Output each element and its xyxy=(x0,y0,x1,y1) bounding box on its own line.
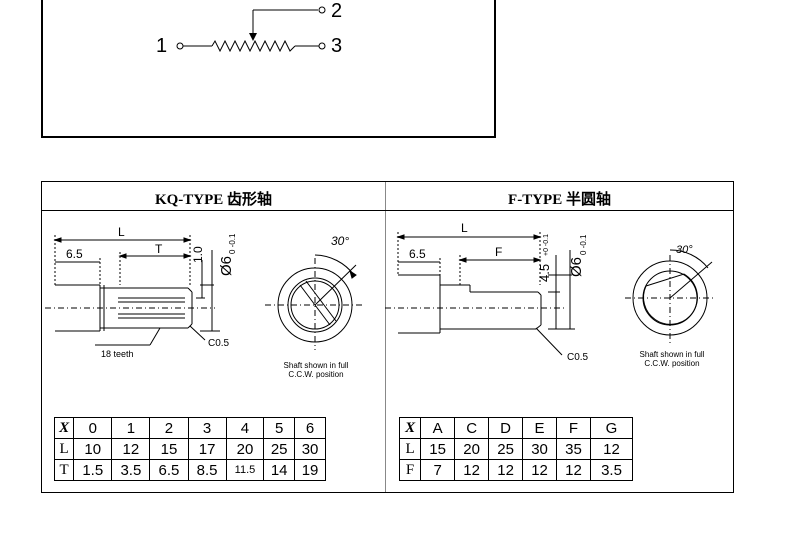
kq-table-row-label: L xyxy=(53,438,75,460)
f-table-header-cell: E xyxy=(522,417,558,439)
kq-spec-table: X 0 1 2 3 4 5 6 L 10 12 15 17 20 25 30 T… xyxy=(53,417,326,481)
kq-table-header-cell: 1 xyxy=(111,417,151,439)
kq-table-header-label: X xyxy=(53,417,75,439)
kq-chamfer-label: C0.5 xyxy=(208,338,230,349)
kq-note-line1: Shaft shown in full xyxy=(283,361,349,370)
kq-table-header-cell: 2 xyxy=(149,417,189,439)
kq-table-cell: 20 xyxy=(225,438,265,460)
kq-table-header-cell: 3 xyxy=(187,417,227,439)
f-dim-tolerance: 0 -0.1 xyxy=(579,234,588,255)
f-shaft-drawing xyxy=(385,232,715,356)
kq-table-header-cell: 0 xyxy=(73,417,113,439)
kq-angle-label: 30° xyxy=(331,234,350,248)
f-dim-l: L xyxy=(461,221,468,235)
f-spec-table: X A C D E F G L 15 20 25 30 35 12 F 7 12… xyxy=(398,417,633,481)
kq-table-cell: 3.5 xyxy=(111,459,151,481)
f-table-cell: 12 xyxy=(522,459,558,481)
schematic-box xyxy=(41,0,496,138)
f-table-header-cell: F xyxy=(556,417,591,439)
f-table-cell: 25 xyxy=(488,438,524,460)
kq-table-cell: 14 xyxy=(263,459,296,481)
f-dim-4-5: 4.5 xyxy=(537,263,552,282)
kq-table-cell: 30 xyxy=(294,438,326,460)
f-chamfer-label: C0.5 xyxy=(567,352,589,363)
kq-table-cell: 6.5 xyxy=(149,459,189,481)
kq-table-cell: 10 xyxy=(73,438,113,460)
kq-table-header-cell: 5 xyxy=(263,417,296,439)
kq-table-cell: 12 xyxy=(111,438,151,460)
f-table-cell: 20 xyxy=(454,438,490,460)
f-table-cell: 30 xyxy=(522,438,558,460)
f-table-cell: 15 xyxy=(420,438,456,460)
title-divider xyxy=(42,210,733,211)
f-table-header-label: X xyxy=(398,417,422,439)
pin-3-label: 3 xyxy=(331,35,343,57)
kq-table-row-t: T 1.5 3.5 6.5 8.5 11.5 14 19 xyxy=(53,459,326,481)
f-table-header-cell: D xyxy=(488,417,524,439)
f-table-row-l: L 15 20 25 30 35 12 xyxy=(398,438,633,460)
pin-1-label: 1 xyxy=(156,35,168,57)
f-table-cell: 7 xyxy=(420,459,456,481)
f-dim-6-5: 6.5 xyxy=(409,247,426,261)
f-table-header-cell: A xyxy=(420,417,456,439)
kq-note-line2: C.C.W. position xyxy=(288,370,344,379)
f-note-line2: C.C.W. position xyxy=(644,359,700,368)
f-table-cell: 12 xyxy=(488,459,524,481)
f-table-row-f: F 7 12 12 12 12 3.5 xyxy=(398,459,633,481)
f-angle-label: 30° xyxy=(676,244,693,256)
frame-divider xyxy=(385,182,386,492)
kq-dim-6-5: 6.5 xyxy=(66,247,83,261)
f-table-cell: 12 xyxy=(454,459,490,481)
kq-type-title: KQ-TYPE 齿形轴 xyxy=(154,192,273,208)
f-table-cell: 12 xyxy=(556,459,591,481)
f-table-row-label: F xyxy=(398,459,422,481)
potentiometer-symbol xyxy=(176,6,326,53)
kq-dim-t: T xyxy=(155,242,163,256)
kq-table-cell: 8.5 xyxy=(187,459,227,481)
kq-table-cell: 19 xyxy=(294,459,326,481)
kq-table-header-cell: 4 xyxy=(225,417,265,439)
f-note-line1: Shaft shown in full xyxy=(639,350,705,359)
shaft-drawing-frame xyxy=(41,181,734,493)
kq-teeth-label: 18 teeth xyxy=(101,349,134,359)
kq-table-row-label: T xyxy=(53,459,75,481)
f-table-header-cell: G xyxy=(590,417,633,439)
kq-table-cell: 25 xyxy=(263,438,296,460)
f-table-cell: 3.5 xyxy=(590,459,633,481)
kq-table-row-l: L 10 12 15 17 20 25 30 xyxy=(53,438,326,460)
f-table-row-label: L xyxy=(398,438,422,460)
kq-table-header-row: X 0 1 2 3 4 5 6 xyxy=(53,417,326,439)
f-table-cell: 12 xyxy=(590,438,633,460)
kq-table-cell: 1.5 xyxy=(73,459,113,481)
f-dim-4-5-tolerance: +0 -0.1 xyxy=(543,234,550,256)
f-dim-f: F xyxy=(495,245,503,259)
kq-table-cell: 15 xyxy=(149,438,189,460)
f-table-cell: 35 xyxy=(556,438,591,460)
f-dim-diameter: Ø6 xyxy=(568,256,585,277)
kq-table-cell: 11.5 xyxy=(225,459,265,481)
kq-table-cell: 17 xyxy=(187,438,227,460)
kq-dim-l: L xyxy=(118,225,125,239)
kq-table-header-cell: 6 xyxy=(294,417,326,439)
f-table-header-cell: C xyxy=(454,417,490,439)
f-type-title: F-TYPE 半圆轴 xyxy=(508,192,611,208)
pin-2-label: 2 xyxy=(331,0,343,22)
kq-shaft-drawing xyxy=(45,235,365,350)
f-table-header-row: X A C D E F G xyxy=(398,417,633,439)
